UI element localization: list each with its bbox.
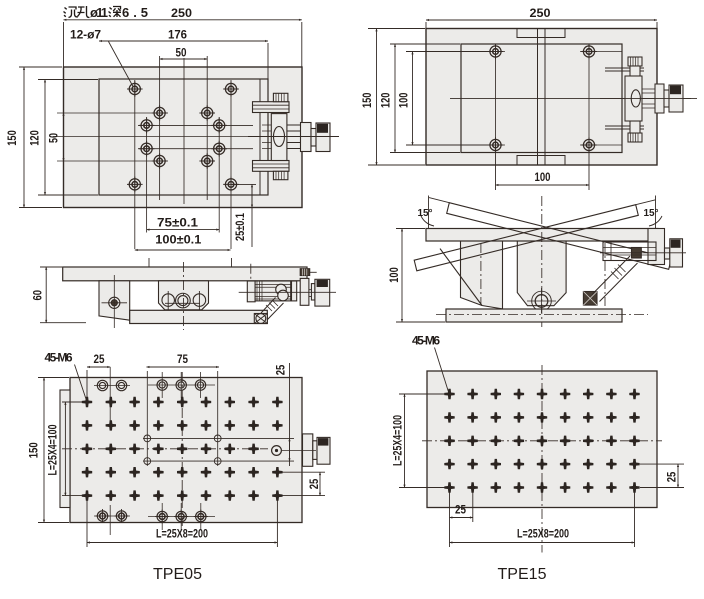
svg-text:50: 50 xyxy=(47,133,61,143)
svg-text:L=25X4=100: L=25X4=100 xyxy=(391,415,405,466)
svg-text:25: 25 xyxy=(455,503,466,517)
svg-text:100±0.1: 100±0.1 xyxy=(155,233,201,247)
svg-text:75±0.1: 75±0.1 xyxy=(157,216,198,230)
svg-text:TPE05: TPE05 xyxy=(153,566,202,583)
svg-text:120: 120 xyxy=(28,130,42,146)
svg-text:L=25X8=200: L=25X8=200 xyxy=(517,527,569,541)
svg-text:176: 176 xyxy=(168,28,187,42)
svg-text:100: 100 xyxy=(535,170,551,184)
svg-text:100: 100 xyxy=(396,92,410,108)
svg-text:25±0.1: 25±0.1 xyxy=(233,213,247,241)
svg-text:45-M6: 45-M6 xyxy=(412,334,440,348)
svg-text:L=25X8=200: L=25X8=200 xyxy=(156,527,208,541)
svg-text:12-ø7: 12-ø7 xyxy=(70,28,101,42)
svg-text:6.5: 6.5 xyxy=(122,5,148,20)
svg-text:45-M6: 45-M6 xyxy=(45,351,73,365)
svg-text:150: 150 xyxy=(360,92,374,108)
svg-text:150: 150 xyxy=(5,130,19,146)
svg-text:60: 60 xyxy=(31,290,45,301)
svg-text:15°: 15° xyxy=(418,208,433,219)
svg-text:75: 75 xyxy=(177,352,188,366)
svg-text:100: 100 xyxy=(387,267,401,283)
svg-text:120: 120 xyxy=(379,92,393,108)
svg-text:250: 250 xyxy=(530,6,551,20)
svg-text:25: 25 xyxy=(665,472,679,483)
svg-text:25: 25 xyxy=(274,365,288,376)
svg-text:15°: 15° xyxy=(644,208,659,219)
svg-text:25: 25 xyxy=(307,479,321,490)
svg-text:ø11: ø11 xyxy=(90,5,108,20)
svg-text:250: 250 xyxy=(171,6,192,20)
svg-text:50: 50 xyxy=(176,46,187,60)
svg-text:150: 150 xyxy=(27,442,41,458)
svg-text:L=25X4=100: L=25X4=100 xyxy=(46,424,60,475)
svg-text:TPE15: TPE15 xyxy=(498,566,547,583)
svg-text:25: 25 xyxy=(94,352,105,366)
